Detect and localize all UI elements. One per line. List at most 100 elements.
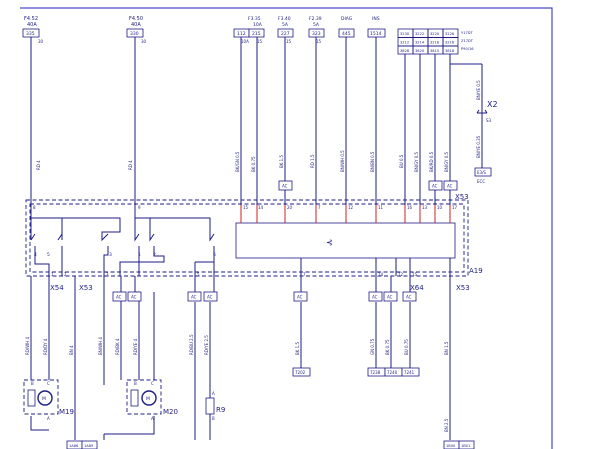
m20-pin-b: B — [134, 381, 137, 386]
variant-r1c4: 3226 — [445, 32, 455, 36]
ac-box-b3 — [187, 291, 202, 302]
wire-label-bn15: BN 1.5 — [444, 341, 449, 355]
code-7241: 7241 — [404, 370, 415, 375]
variant-r1c1: 3230 — [400, 32, 410, 36]
fuse-f4-code: 335 — [26, 31, 35, 37]
code-7202: 7202 — [295, 370, 306, 375]
variant-label-2: Z17DT — [461, 39, 474, 43]
a19-pin-17: 17 — [452, 205, 458, 210]
fuse-f5-code: 330 — [130, 31, 139, 37]
wire-label-bnye035: BN/YE 0.35 — [476, 135, 481, 158]
wire-label-rd4-a: RD 4 — [36, 160, 41, 170]
variant-r2c1: 3212 — [400, 41, 409, 45]
fuse-f5-rating: 40A — [131, 22, 141, 28]
a19-pin-l2: 2 — [153, 252, 156, 258]
code-box-7202 — [292, 367, 311, 377]
ac-top-boxes: AC AC AC — [278, 180, 458, 191]
group1-line1: F3.35 — [248, 16, 261, 22]
wire-label-bkrd: BK/RD 0.5 — [429, 151, 434, 172]
ins-label: INS — [372, 16, 380, 22]
wire-label-bn4: BN 4 — [69, 345, 74, 355]
wire-label-bu05: BU 0.5 — [399, 154, 404, 168]
wire-label-rdbu25: RD/BU 2.5 — [189, 334, 194, 355]
module-a19: ⊰ A19 X53 8 9 15 14 20 7 12 11 16 13 10 … — [25, 193, 483, 277]
ecc-label: ECC — [477, 179, 485, 184]
ecc-code: E3/S — [477, 170, 486, 175]
ac-box-b6 — [368, 291, 383, 302]
wire-label-bnwh: BN/WH 0.5 — [340, 150, 345, 172]
a19-label: A19 — [469, 267, 483, 275]
fuse-f5-name: F4.50 — [129, 16, 143, 22]
fuse-f4-rating: 40A — [27, 22, 37, 28]
a19-pin-20: 20 — [287, 205, 293, 210]
ac-label-b6: AC — [372, 295, 378, 300]
a19-bpin-5: 5 — [197, 272, 200, 277]
m20-pin-a: A — [151, 416, 154, 421]
m20-element — [130, 389, 139, 407]
group1-line2: 10A — [253, 22, 263, 28]
variant-r2c4: 3216 — [445, 41, 455, 45]
x53-top-label: X53 — [455, 193, 469, 201]
a19-pin-7: 7 — [318, 205, 321, 210]
ac-label-2: AC — [432, 184, 438, 189]
wire-label-bk15-b: BK 1.5 — [295, 342, 300, 355]
a19-bpin-2: 2 — [64, 272, 67, 277]
wire-label-rdwh4: RD/WH 4 — [25, 337, 30, 355]
ac-box-b8 — [402, 291, 417, 302]
variant-r1c3: 3220 — [430, 32, 440, 36]
a19-pin-l4: 4 — [34, 252, 37, 258]
a19-inner-dashed — [29, 203, 465, 273]
a19-control-block — [235, 222, 456, 259]
fuse-f5-pin: 30 — [141, 39, 147, 44]
ac-box-b5 — [293, 291, 308, 302]
x2-pin: S3 — [486, 118, 492, 123]
a19-pin-10: 10 — [437, 205, 443, 210]
m19-motor-symbol — [37, 390, 53, 406]
m19-label: M19 — [59, 408, 74, 416]
a19-bpin-12: 12 — [398, 272, 404, 277]
group1-code2: 215 — [252, 31, 261, 37]
a19-pin-15: 15 — [243, 205, 249, 210]
ac-label-b4: AC — [207, 295, 213, 300]
variant-label-3: P90/16 — [461, 47, 474, 51]
fuse-group-f335: F3.35 10A 112 215 10A 15 — [233, 16, 265, 44]
group1-pin2: 15 — [257, 39, 263, 44]
code-7240: 7240 — [387, 370, 398, 375]
diag-connector: DIAG 445 — [338, 16, 355, 38]
ac-box-3 — [443, 180, 458, 191]
wire-label-bk075: BK 0.75 — [251, 156, 256, 172]
group1-code1: 112 — [237, 31, 246, 37]
r9-label: R9 — [216, 406, 225, 414]
resistor-r9: A B R9 — [205, 391, 225, 421]
wire-label-rdbk4: RD/BK 4 — [115, 338, 120, 355]
a19-pin-14: 14 — [258, 205, 264, 210]
group2-pin: 15 — [286, 39, 292, 44]
wire-label-rd4-b: RD 4 — [128, 160, 133, 170]
diag-label: DIAG — [341, 16, 353, 22]
ground-box-2 — [81, 440, 98, 449]
a19-bpin-15: 15 — [412, 272, 418, 277]
ac-box-b2 — [127, 291, 142, 302]
code-7238: 7238 — [370, 370, 381, 375]
variant-r3c3: 3810 — [430, 49, 440, 53]
a19-pin-l5: 5 — [47, 252, 50, 258]
group3-code: 323 — [312, 31, 321, 37]
x54-left-label: X54 — [50, 284, 64, 292]
m20-label: M20 — [163, 408, 178, 416]
a19-bpin-1: 1 — [51, 272, 54, 277]
x2-label: X2 — [487, 100, 498, 109]
m19-pin-b: B — [31, 381, 34, 386]
transistor-symbol: ⊰ — [326, 238, 333, 247]
wire-label-rdye4: RD/YE 4 — [133, 339, 138, 355]
group2-code: 227 — [281, 31, 290, 37]
m19-pin-c: C — [47, 381, 50, 386]
a19-pin-l1: 1 — [138, 252, 141, 258]
m19-element — [27, 389, 36, 407]
diag-code: 445 — [342, 31, 351, 37]
ac-box-2 — [428, 180, 443, 191]
m20-motor-symbol — [141, 390, 157, 406]
m20-frame — [126, 379, 162, 415]
a19-outer-dashed — [25, 199, 469, 277]
ac-label-b5: AC — [297, 295, 303, 300]
